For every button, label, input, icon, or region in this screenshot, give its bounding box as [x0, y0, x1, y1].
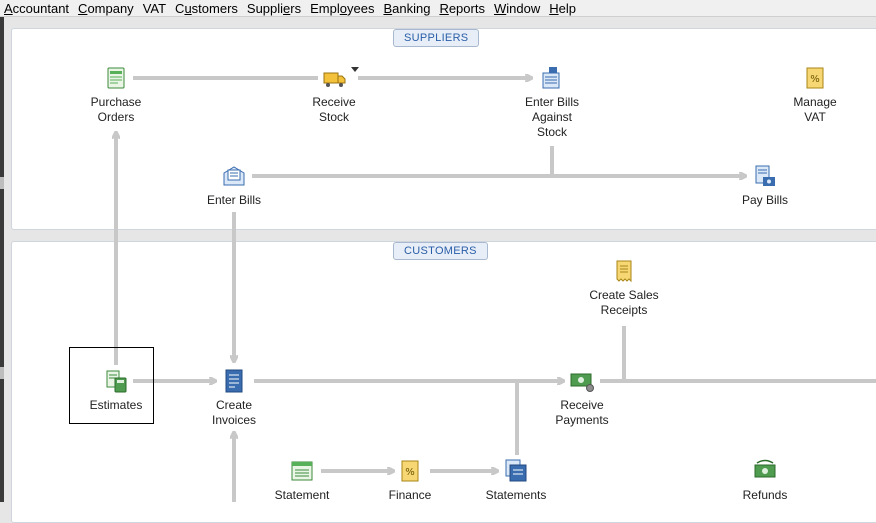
- edge-notch: [0, 367, 4, 379]
- menu-banking[interactable]: Banking: [383, 0, 431, 16]
- finance-charge-icon: %: [401, 460, 419, 482]
- estimates-icon: [106, 370, 127, 393]
- sales-receipt-icon: [616, 260, 632, 283]
- menu-reports[interactable]: Reports: [439, 0, 485, 16]
- refund-icon: [754, 459, 776, 478]
- statement-charges-node[interactable]: Statement: [262, 459, 342, 503]
- suppliers-tab: SUPPLIERS: [393, 29, 480, 47]
- refunds-node[interactable]: Refunds: [725, 459, 805, 503]
- pay-bills-node[interactable]: Pay Bills: [725, 164, 805, 208]
- customers-tab: CUSTOMERS: [393, 242, 488, 260]
- svg-text:%: %: [405, 467, 415, 478]
- envelope-bill-icon: [223, 166, 245, 186]
- bills-against-stock-icon: [542, 67, 560, 89]
- purchase-order-icon: [107, 67, 125, 89]
- estimates-node[interactable]: Estimates: [75, 369, 157, 413]
- statements-node[interactable]: Statements: [476, 459, 556, 503]
- menu-employees[interactable]: Employees: [310, 0, 375, 16]
- invoice-icon: [225, 369, 243, 393]
- delivery-truck-icon: [323, 72, 346, 87]
- workflow-arrows: [0, 0, 876, 502]
- menu-suppliers[interactable]: Suppliers: [246, 0, 302, 16]
- pay-bills-label: Pay Bills: [741, 193, 788, 207]
- refunds-label: Refunds: [742, 488, 788, 502]
- selection-highlight: [69, 347, 154, 424]
- money-icon: [570, 373, 594, 392]
- statement-charges-label: Statement: [274, 488, 330, 502]
- finance-charges-label: Finance: [388, 488, 432, 502]
- suppliers-panel: [11, 28, 876, 230]
- menu-bar: Accountant Company VAT Customers Supplie…: [0, 0, 876, 17]
- left-window-edge: [0, 17, 4, 502]
- statements-label: Statements: [485, 488, 547, 502]
- menu-vat[interactable]: VAT: [142, 0, 167, 16]
- menu-help[interactable]: Help: [549, 0, 576, 16]
- edge-notch: [0, 177, 4, 189]
- pay-bills-icon: [755, 165, 775, 186]
- menu-window[interactable]: Window: [493, 0, 541, 16]
- menu-customers[interactable]: Customers: [175, 0, 238, 16]
- menu-company[interactable]: Company: [78, 0, 134, 16]
- menu-accountant[interactable]: Accountant: [4, 0, 70, 16]
- svg-text:%: %: [810, 74, 820, 85]
- finance-charges-node[interactable]: % Finance: [370, 459, 450, 503]
- statements-icon: [505, 459, 527, 482]
- statement-charges-icon: [291, 461, 313, 481]
- chevron-down-icon[interactable]: [351, 67, 359, 73]
- estimates-label: Estimates: [89, 398, 143, 412]
- vat-icon: %: [806, 67, 824, 89]
- enter-bills-node[interactable]: Enter Bills: [194, 164, 274, 208]
- enter-bills-label: Enter Bills: [206, 193, 262, 207]
